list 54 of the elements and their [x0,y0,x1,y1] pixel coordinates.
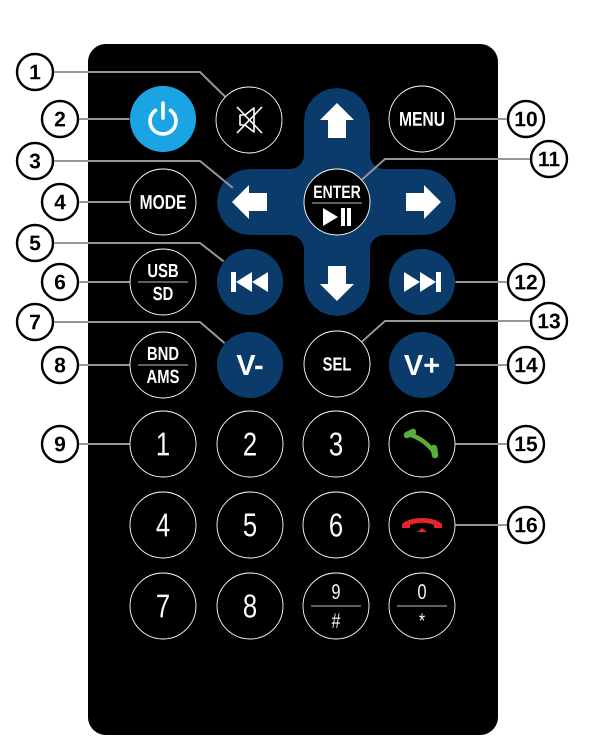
callout-number: 1 [16,52,54,92]
leader-line [455,524,507,526]
leader-line [455,118,507,120]
button: 4 [130,492,196,558]
button: V- [217,332,283,398]
button: 7 [130,572,196,640]
button: SEL [304,330,370,398]
arrow-icon [406,185,441,219]
callout-number: 3 [16,142,54,180]
callout-number: 13 [530,302,568,340]
button: 8 [216,572,284,640]
callout-number: 16 [506,506,546,544]
leader-line [361,158,530,180]
callout-number: 5 [16,224,54,262]
button: 0 * [388,572,456,640]
button: 6 [302,492,370,558]
arrow-icon [320,266,354,301]
leader-line [54,71,226,98]
leader-line [455,364,507,366]
leader-line [455,443,507,445]
button: 3 [302,410,370,478]
button: MENU [388,86,456,152]
callout-number: 10 [506,100,546,138]
button: 2 [216,410,284,478]
callout-number: 7 [16,302,54,342]
callout-number: 15 [506,424,546,464]
callout-number: 11 [530,140,568,178]
callout-number: 8 [40,346,80,384]
leader-line [361,320,530,342]
leader-line [455,281,507,283]
callout-number: 6 [40,262,80,302]
callout-number: 14 [506,346,546,384]
leader-line [79,201,130,203]
arrow-icon [320,103,354,138]
leader-line [79,118,130,120]
leader-line [79,364,130,366]
button: 5 [216,492,284,558]
leader-line [79,281,130,283]
button: MODE [130,168,196,236]
leader-line [54,160,234,189]
leader-line [54,321,226,344]
button: USB SD [130,248,196,316]
button: 9 # [302,572,370,640]
button: BND AMS [130,332,196,398]
callout-number: 9 [40,424,80,464]
button: ENTER [304,168,370,236]
button: 1 [130,410,196,478]
leader-line [54,242,224,262]
leader-line [79,443,130,445]
callout-number: 2 [40,100,80,138]
callout-number: 12 [506,262,546,302]
button: V+ [389,332,455,398]
arrow-icon [232,185,267,219]
callout-number: 4 [40,182,80,222]
